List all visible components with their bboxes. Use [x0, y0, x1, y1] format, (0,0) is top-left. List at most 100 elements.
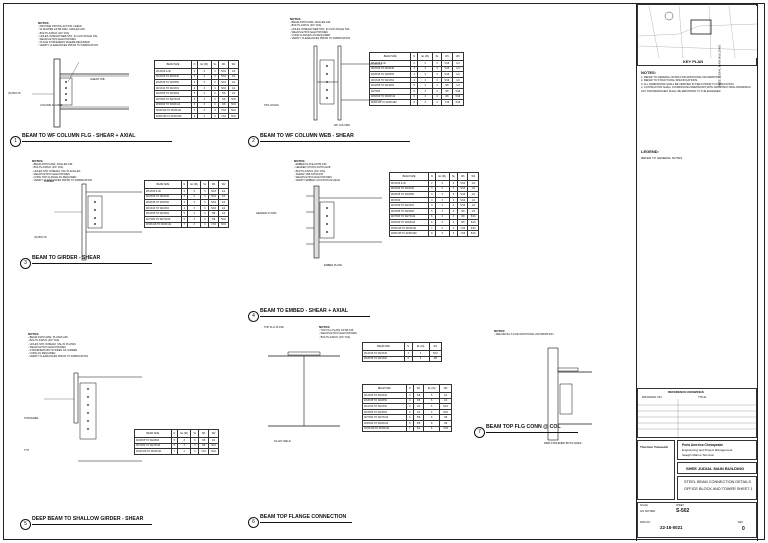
cell-beam-size: W33X118 TO W33X141 [362, 425, 407, 433]
th-w1: W1 [208, 180, 220, 189]
th-w1: W1 [428, 342, 443, 351]
cell-value: 4 [405, 397, 414, 405]
cell-value: 3 [417, 76, 434, 84]
cell-value: 1/4 [451, 71, 465, 78]
label-bolts: (N) BOLTS [8, 92, 21, 95]
th-el: EL (IN) [434, 172, 450, 181]
detail-4-drawing [306, 185, 382, 259]
detail-title-3: BEAM TO GIRDER - SHEAR [32, 255, 101, 261]
cell-beam-size: W18X35 TO W18X50 [368, 71, 412, 78]
cell-value: 3 [197, 84, 212, 92]
tb-note: 4. CONTRACTOR SHALL COORDINATE DIMENSION… [641, 86, 752, 93]
cell-value: 5/16 [218, 221, 229, 229]
cell-value: 7 [405, 425, 414, 433]
label-std-holes: STD HOLES [264, 104, 279, 107]
cell-value: 3 [200, 221, 210, 229]
cell-beam-size: W36X135 TO W36X160 [388, 230, 430, 237]
firm-name: Thornton Tomasetti [640, 445, 668, 449]
project-title: SHEE JUDIAL MAIN BUILDING [686, 466, 745, 471]
label-bolts: (N) BOLTS [34, 236, 47, 239]
cell-value: 3/4 [412, 425, 425, 433]
detail-title-2: BEAM TO WF COLUMN WEB - SHEAR [260, 133, 354, 139]
cell-value: 7 [190, 107, 199, 114]
label-fillet-weld: FILLET WELD [274, 440, 291, 443]
cell-value: 1/2 [412, 408, 425, 416]
cell-value: 3/8 [412, 392, 425, 399]
detail-bubble-4: 4 [248, 311, 259, 322]
th-n: N [405, 384, 414, 393]
cell-value: 3 [417, 71, 434, 78]
title-underline [32, 524, 152, 525]
th-w1: W1 [198, 429, 210, 438]
cell-value: 3 [190, 79, 199, 86]
detail-bubble-7: 7 [474, 427, 485, 438]
cell-value: 7/16 [440, 99, 453, 106]
client-box: Ports America Chesapeake Engineering and… [677, 440, 757, 460]
cell-value: 3 [190, 73, 199, 81]
cell-beam-size: W18X35 TO W21X62 [362, 355, 405, 363]
cell-value: 3 [176, 442, 192, 450]
th-n: N [410, 52, 419, 61]
sheet-desc-1: STEEL BEAM CONNECTION DETAILS [684, 480, 751, 484]
cell-value: 6 [190, 101, 199, 109]
th-n: N [428, 172, 436, 181]
th-sl: SL [432, 52, 442, 61]
cell-value: 5/16 [208, 442, 219, 450]
cell-value: 1/4 [451, 82, 465, 89]
cell-value: 3/8 [439, 414, 452, 421]
ref-col-title: TITLE [698, 395, 707, 399]
table-2: BEAM SIZE N EL (IN) SL W1 W2 W14X26 & 30… [368, 52, 465, 106]
label-embed-plate: EMBED PLATE [324, 264, 342, 267]
client-line-2: Engineering and Project Management [682, 448, 733, 452]
key-plan-title: KEY PLAN [683, 59, 704, 64]
th-w1: W1 [440, 52, 453, 61]
tb-legend-title: LEGEND: [641, 149, 659, 154]
notes-heading: NOTES: [32, 159, 44, 163]
vertical-strip: SHEE JUDIAL MAIN BUILDING [717, 4, 764, 541]
detail-1: NOTES: - PROVIDE PRYING ACTION CHECK - W… [4, 4, 269, 149]
cell-value: 3 [411, 355, 430, 363]
client-line-1: Ports America Chesapeake [682, 443, 723, 447]
label-top-flg-plate: TOP FLG PLATE [264, 326, 284, 329]
cell-value: 8 [190, 112, 199, 120]
sheet-desc-box: STEEL BEAM CONNECTION DETAILS OFFICE BLO… [677, 476, 757, 500]
cell-value: 1/4 [228, 84, 239, 92]
cell-value: 6 [403, 355, 413, 363]
detail-bubble-6: 6 [248, 517, 259, 528]
cell-value: 5/16 [467, 230, 479, 237]
detail-4: NOTES: - EMBED PLATE ASTM A36 - HEADED S… [244, 152, 484, 287]
cell-value: 3 [432, 99, 442, 106]
val-dwg: 22-15-0021 [660, 525, 683, 530]
drawing-sheet: NOTES: - PROVIDE PRYING ACTION CHECK - W… [3, 3, 765, 541]
cell-value: 5/16 [228, 107, 239, 114]
cell-value: 8 [423, 425, 441, 433]
cell-value: 7 [170, 448, 178, 455]
ref-heading: REFERENCE DRAWINGS [668, 390, 704, 394]
ref-grid [638, 399, 758, 439]
cell-value: 2 [190, 68, 199, 75]
title-underline [260, 141, 410, 142]
cell-value: 6 [405, 420, 414, 427]
cell-beam-size: W36X135 TO W36X160 [368, 99, 412, 106]
cell-value: 4 [405, 403, 414, 410]
cell-value: 3 [434, 230, 450, 237]
cell-value: 3 [448, 230, 459, 237]
th-n: N [190, 60, 199, 69]
cell-value: 5/16 [228, 101, 239, 109]
cell-value: 3 [210, 112, 220, 120]
cell-value: 1/4 [451, 65, 465, 73]
th-w2: W2 [439, 384, 452, 393]
lbl-rev: REV [738, 521, 743, 524]
label-typ: TYP [24, 449, 30, 452]
cell-value: 3 [417, 60, 434, 67]
